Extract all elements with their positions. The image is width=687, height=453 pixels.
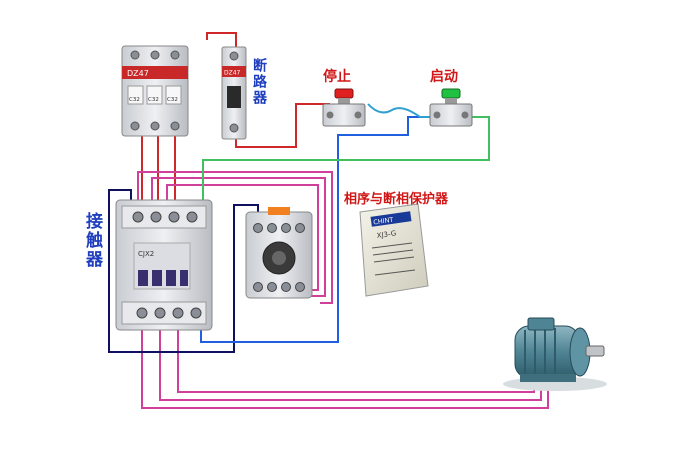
stop-button-terminal-left [326, 111, 334, 119]
relay-terminal-top-1 [253, 223, 263, 233]
start-button-neck [445, 98, 457, 104]
start-button-body [429, 103, 473, 127]
contactor-model: CJX2 [138, 250, 154, 258]
contactor-terminal-top-4 [186, 211, 198, 223]
phase-protector-body [359, 203, 429, 297]
contactor-terminal-top-2 [150, 211, 162, 223]
contactor-terminal-bottom-1 [136, 307, 148, 319]
phase-protector-model: XJ3-G [376, 229, 396, 240]
contactor-armature-3 [166, 270, 176, 286]
stop-button[interactable] [322, 88, 366, 127]
contactor-armature-4 [180, 270, 188, 286]
wire-blue-start [200, 116, 439, 343]
main-breaker-screw-1 [130, 50, 140, 60]
wire-green [202, 116, 490, 205]
main-breaker-handle-3[interactable] [165, 85, 182, 105]
wire-red-control-top [206, 32, 237, 48]
main-breaker-screw-2 [150, 50, 160, 60]
contactor-top-terminal-bar [121, 205, 207, 229]
wire-magenta-1 [137, 171, 333, 304]
motor-foot [520, 374, 576, 382]
phase-protector-label: 相序与断相保护器 [344, 192, 449, 207]
motor [503, 317, 607, 391]
phase-protector-brand: CHINT [373, 216, 394, 227]
phase-protector-text-line-4 [374, 269, 416, 276]
wire-navy-left [108, 189, 259, 353]
control-breaker-brand: DZ47 [224, 70, 241, 77]
contactor: CJX2 [115, 199, 213, 331]
control-breaker-screw-bottom [229, 123, 239, 133]
relay-terminal-bottom-2 [267, 282, 277, 292]
relay-socket-core [272, 251, 286, 265]
main-breaker-handle-2[interactable] [146, 85, 163, 105]
start-button[interactable] [429, 88, 473, 127]
start-button-terminal-left [433, 111, 441, 119]
main-breaker-pole-label-1: C32 [129, 97, 140, 103]
stop-button-terminal-right [354, 111, 362, 119]
relay-terminal-bottom-1 [253, 282, 263, 292]
wire-magenta-2 [151, 177, 326, 297]
main-breaker-handle-1[interactable] [127, 85, 144, 105]
motor-terminal-box [527, 317, 555, 331]
control-breaker-strip [222, 66, 246, 77]
main-breaker-strip [122, 66, 188, 79]
start-label: 启动 [430, 69, 458, 85]
phase-protector-text-line-3 [373, 256, 415, 263]
relay-terminal-bottom-3 [281, 282, 291, 292]
stop-button-neck [338, 98, 350, 104]
main-breaker-pole-label-2: C32 [148, 97, 159, 103]
wire-magenta-motor-2 [159, 326, 542, 401]
control-breaker: DZ47 [221, 46, 247, 140]
relay-terminal-top-4 [295, 223, 305, 233]
main-breaker-screw-5 [150, 121, 160, 131]
contactor-label: 接触器 [82, 212, 102, 269]
stop-button-body [322, 103, 366, 127]
stop-button-cap[interactable] [334, 88, 354, 99]
start-button-terminal-right [461, 111, 469, 119]
contactor-terminal-top-3 [168, 211, 180, 223]
phase-protector-text-line-1 [371, 242, 413, 249]
main-breaker-screw-4 [130, 121, 140, 131]
main-breaker-pole-label-3: C32 [167, 97, 178, 103]
stop-label: 停止 [323, 69, 351, 85]
control-breaker-handle[interactable] [227, 86, 241, 108]
main-breaker-screw-6 [170, 121, 180, 131]
contactor-terminal-bottom-4 [190, 307, 202, 319]
control-breaker-screw-top [229, 51, 239, 61]
main-breaker-brand: DZ47 [127, 69, 149, 78]
relay-terminal-bottom-4 [295, 282, 305, 292]
main-breaker: DZ47 C32 C32 C32 [121, 45, 189, 137]
contactor-terminal-bottom-2 [154, 307, 166, 319]
contactor-armature-2 [152, 270, 162, 286]
relay-base [245, 207, 313, 299]
phase-protector-text-line-2 [372, 249, 414, 256]
relay-terminal-top-3 [281, 223, 291, 233]
relay-base-clip [268, 207, 290, 215]
phase-protector-label-plate [370, 211, 412, 227]
wire-magenta-motor-1 [141, 326, 549, 409]
motor-shaft [585, 345, 605, 357]
wire-blue-stop-start [367, 103, 439, 118]
contactor-armature-1 [138, 270, 148, 286]
relay-terminal-top-2 [267, 223, 277, 233]
wire-red-control [235, 103, 330, 148]
contactor-terminal-top-1 [132, 211, 144, 223]
breaker-label: 断路器 [251, 58, 267, 106]
phase-protector: CHINT XJ3-G [359, 203, 429, 297]
main-breaker-screw-3 [170, 50, 180, 60]
start-button-cap[interactable] [441, 88, 461, 99]
wire-magenta-motor-3 [177, 326, 535, 393]
contactor-terminal-bottom-3 [172, 307, 184, 319]
